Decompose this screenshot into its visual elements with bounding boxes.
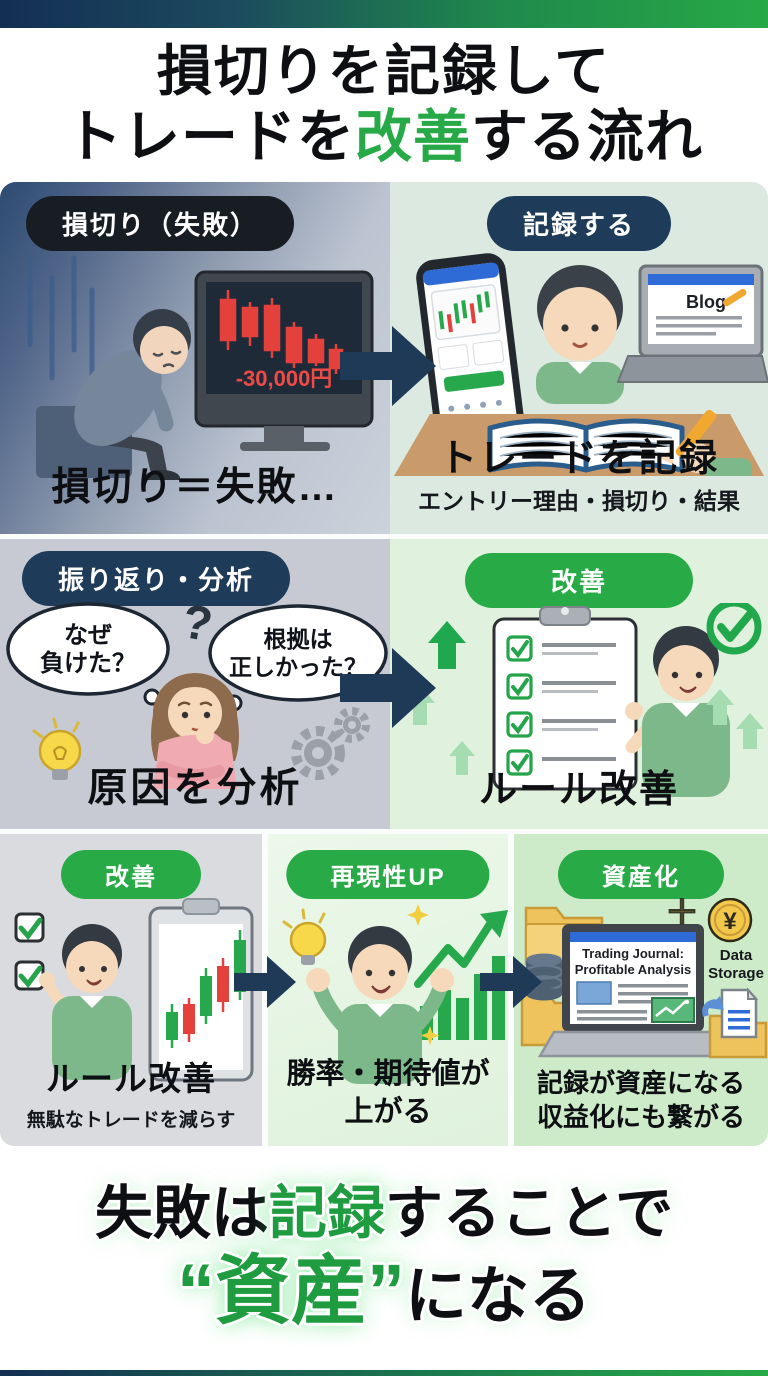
badge-review-analysis: 振り返り・分析	[22, 551, 291, 606]
lightbulb-icon	[32, 717, 82, 780]
footer-line1-post: することで	[384, 1181, 674, 1247]
thinking-woman-icon	[151, 673, 239, 789]
badge-improve: 改善	[464, 553, 694, 608]
title-line2-post: する流れ	[471, 104, 703, 169]
journal-title-line2: Profitable Analysis	[575, 962, 692, 977]
panel-improve-2: 改善	[0, 834, 262, 1146]
pointing-man-icon	[625, 626, 730, 797]
blog-label: Blog	[686, 292, 726, 312]
title-line2: トレードを改善する流れ	[65, 104, 703, 171]
yen-symbol: ¥	[723, 908, 737, 935]
badge-improve-2: 改善	[61, 850, 201, 899]
thinking-woman-illustration: なぜ 負けた？ 根拠は 正しかった？ ?	[6, 601, 388, 789]
badge-asset: 資産化	[558, 850, 724, 899]
clipboard-checklist-icon	[492, 606, 638, 791]
caption-winrate-line1: 勝率・期待値が	[286, 1058, 490, 1090]
panel-asset-conversion: 資産化	[514, 834, 768, 1146]
data-storage-line2: Storage	[708, 965, 764, 982]
caption-analyze-cause: 原因を分析	[87, 766, 303, 810]
row-separator	[0, 829, 768, 834]
writer-person-icon	[536, 265, 624, 404]
footer-line1: 失敗は記録することで	[95, 1182, 673, 1246]
badge-reproducibility-up: 再現性UP	[286, 850, 490, 899]
check-circle-icon	[706, 603, 762, 655]
arrow-right-step4-icon	[480, 956, 542, 1008]
up-arrows-right-icon	[706, 689, 764, 749]
panel-record: 記録する	[390, 182, 768, 534]
panel-improve: 改善	[390, 539, 768, 829]
caption-loss-equals-failure: 損切り＝失敗…	[51, 466, 339, 509]
sad-trader-monitor-illustration: -30,000円	[27, 255, 374, 480]
hand-with-pencil-icon	[659, 409, 752, 476]
caption-record-trades: トレードを記録	[438, 438, 719, 480]
title-line1: 損切りを記録して	[156, 39, 612, 102]
caption-improve-rules: ルール改善	[478, 769, 679, 811]
footer-line1-pre: 失敗は	[94, 1181, 269, 1247]
laptop-journal-icon: Trading Journal: Profitable Analysis	[537, 924, 729, 1058]
yen-coin-icon: ¥	[707, 898, 753, 943]
caption-asset-line1: 記録が資産になる	[536, 1068, 745, 1098]
gloom-lines-icon	[27, 255, 95, 403]
caption-asset-line2: 収益化にも繋がる	[536, 1102, 745, 1132]
plus-icon: ＋	[665, 898, 699, 932]
arrow-right-step2-icon	[340, 648, 436, 728]
journal-title-line1: Trading Journal:	[582, 946, 684, 961]
badge-record: 記録する	[486, 196, 672, 251]
thought-bubble-left-icon: なぜ 負けた？	[6, 602, 171, 717]
gears-icon	[291, 707, 370, 780]
falling-candlestick-chart-icon	[219, 290, 344, 374]
caption-winrate-line2: 上がる	[344, 1096, 432, 1128]
checklist-rows-icon	[506, 635, 616, 776]
bubble-left-line1: なぜ	[64, 622, 112, 649]
panel-reproducibility-up: 再現性UP	[268, 834, 508, 1146]
row-separator	[0, 534, 768, 539]
top-gradient-bar	[0, 0, 768, 28]
bubble-left-line2: 負けた？	[40, 650, 136, 677]
sad-person-icon	[36, 309, 191, 480]
footer-line2: “資産”になる	[177, 1250, 591, 1334]
title-line2-accent: 改善	[355, 104, 471, 169]
footer-message: 失敗は記録することで “資産”になる	[0, 1146, 768, 1370]
sparkles-icon	[407, 904, 440, 1045]
flow-row-2: 振り返り・分析 なぜ 負けた？ 根拠は 正しかった？	[0, 539, 768, 829]
open-notebook-icon	[487, 418, 685, 473]
checkboxes-icon	[14, 912, 45, 991]
bottom-gradient-bar	[0, 1370, 768, 1376]
data-storage-line1: Data	[720, 947, 753, 964]
footer-line2-accent: “資産”	[176, 1249, 405, 1335]
smartphone-trading-app-icon	[416, 253, 524, 441]
panel-review-analysis: 振り返り・分析 なぜ 負けた？ 根拠は 正しかった？	[0, 539, 390, 829]
pointing-man-icon	[39, 924, 132, 1080]
flow-grid: 損切り（失敗）	[0, 182, 768, 1146]
monitor-icon: -30,000円	[194, 270, 374, 451]
checklist-improvement-illustration	[405, 603, 764, 797]
laptop-blog-icon: Blog	[616, 264, 768, 383]
folder-document-icon	[702, 987, 768, 1059]
recording-desk-illustration: Blog	[394, 253, 768, 476]
panel-loss-cut: 損切り（失敗）	[0, 182, 390, 534]
subcaption-record-details: エントリー理由・損切り・結果	[418, 488, 740, 514]
lightbulb-icon	[282, 908, 327, 965]
badge-loss-cut: 損切り（失敗）	[26, 196, 295, 251]
loss-amount: -30,000円	[236, 366, 333, 391]
page-title: 損切りを記録して トレードを改善する流れ	[0, 28, 768, 182]
cheering-man-icon	[306, 926, 454, 1084]
footer-line2-post: になる	[404, 1262, 591, 1332]
caption-improve-rules-2: ルール改善	[46, 1060, 216, 1097]
flow-row-1: 損切り（失敗）	[0, 182, 768, 534]
subcaption-reduce-trades: 無駄なトレードを減らす	[26, 1110, 236, 1131]
arrow-right-step3-icon	[234, 956, 296, 1008]
bubble-right-line1: 根拠は	[264, 626, 333, 652]
arrow-right-step1-icon	[340, 326, 436, 406]
footer-line1-accent: 記録	[268, 1181, 385, 1247]
flow-row-3: 改善	[0, 834, 768, 1146]
title-line2-pre: トレードを	[65, 104, 355, 169]
trading-journal-asset-illustration: Trading Journal: Profitable Analysis ＋ ¥	[520, 898, 768, 1059]
